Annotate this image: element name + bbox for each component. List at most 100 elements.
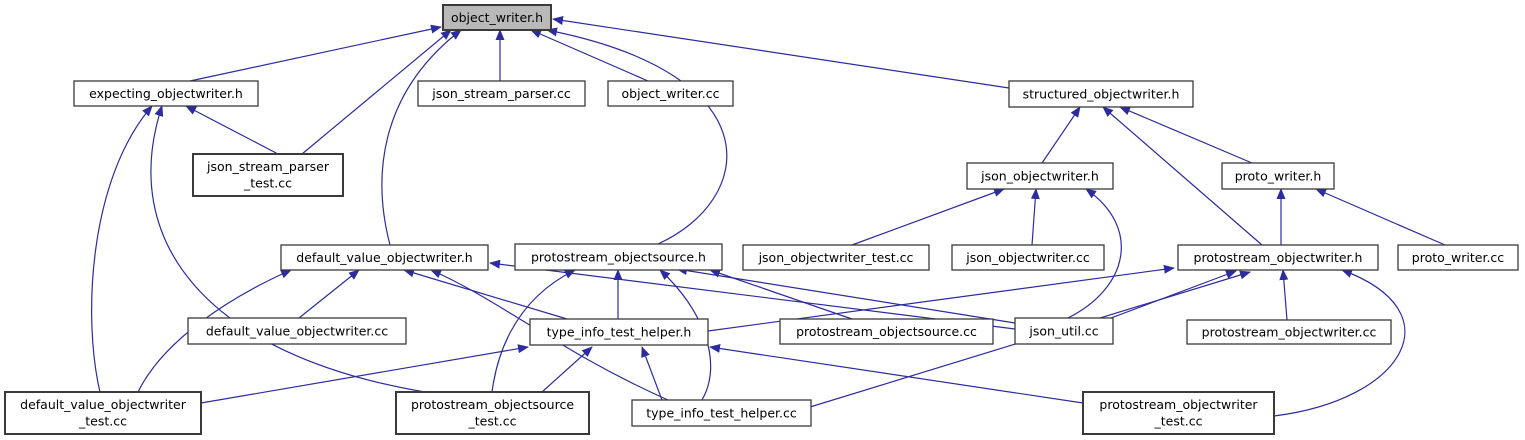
node-json-objectwriter-cc[interactable]: json_objectwriter.cc [951,244,1105,271]
node-default-value-objectwriter-h[interactable]: default_value_objectwriter.h [280,244,489,271]
node-default-value-objectwriter-cc[interactable]: default_value_objectwriter.cc [187,317,407,345]
node-json-objectwriter-h[interactable]: json_objectwriter.h [966,162,1114,190]
edge-expecting-objectwriter-h-to-object-writer-h [189,24,442,82]
edge-protostream-objectsource-test-cc-to-type-info-test-helper-h [541,346,593,393]
node-label-line: _test.cc [243,176,292,191]
node-protostream-objectwriter-h[interactable]: protostream_objectwriter.h [1177,244,1379,271]
edge-object-writer-cc-to-object-writer-h [530,29,649,82]
edge-default-value-objectwriter-h-to-object-writer-h [381,29,462,246]
node-label-line: protostream_objectwriter.h [1194,250,1363,265]
node-proto-writer-cc[interactable]: proto_writer.cc [1397,244,1519,271]
node-box-protostream-objectwriter-test-cc[interactable] [1082,391,1275,435]
edge-type-info-test-helper-h-to-default-value-objectwriter-h [403,268,568,320]
node-box-type-info-test-helper-h[interactable] [529,318,709,346]
edge-protostream-objectwriter-cc-to-protostream-objectwriter-h [1279,269,1289,321]
node-box-default-value-objectwriter-cc[interactable] [187,317,407,345]
node-label-line: default_value_objectwriter.cc [206,324,388,339]
edge-protostream-objectwriter-test-cc-to-protostream-objectwriter-h [1273,269,1406,417]
node-label-line: protostream_objectsource.h [531,250,706,265]
node-label-line: protostream_objectwriter [1099,397,1258,412]
node-proto-writer-h[interactable]: proto_writer.h [1221,162,1335,190]
node-type-info-test-helper-cc[interactable]: type_info_test_helper.cc [631,399,812,427]
node-box-json-objectwriter-h[interactable] [966,162,1114,190]
node-label-json-objectwriter-cc: json_objectwriter.cc [965,250,1090,265]
node-label-line: _test.cc [468,414,517,429]
node-box-protostream-objectsource-test-cc[interactable] [395,391,590,435]
node-label-json-objectwriter-test-cc: json_objectwriter_test.cc [758,250,914,265]
edge-proto-writer-cc-to-proto-writer-h [1315,188,1446,246]
node-json-objectwriter-test-cc[interactable]: json_objectwriter_test.cc [742,244,930,271]
node-default-value-objectwriter-test-cc[interactable]: default_value_objectwriter_test.cc [4,391,202,435]
node-box-expecting-objectwriter-h[interactable] [73,80,259,107]
edge-proto-writer-h-to-structured-objectwriter-h [1119,106,1253,164]
node-box-object-writer-cc[interactable] [607,80,734,107]
node-label-line: json_objectwriter.h [980,169,1099,184]
node-label-line: default_value_objectwriter [20,397,187,412]
node-label-json-stream-parser-cc: json_stream_parser.cc [431,86,571,101]
node-label-line: protostream_objectsource.cc [796,324,977,339]
edge-json-objectwriter-test-cc-to-json-objectwriter-h [851,188,1005,246]
node-label-line: proto_writer.h [1235,169,1322,184]
node-box-default-value-objectwriter-test-cc[interactable] [4,391,202,435]
node-label-line: expecting_objectwriter.h [89,86,243,101]
node-box-protostream-objectsource-h[interactable] [514,243,723,271]
node-box-protostream-objectwriter-cc[interactable] [1186,319,1392,345]
node-json-stream-parser-cc[interactable]: json_stream_parser.cc [417,80,586,107]
node-label-json-util-cc: json_util.cc [1028,324,1098,339]
node-label-line: default_value_objectwriter.h [296,250,472,265]
node-protostream-objectsource-test-cc[interactable]: protostream_objectsource_test.cc [395,391,590,435]
node-label-default-value-objectwriter-h: default_value_objectwriter.h [296,250,472,265]
node-type-info-test-helper-h[interactable]: type_info_test_helper.h [529,318,709,346]
node-json-stream-parser-test-cc[interactable]: json_stream_parser _test.cc [192,153,344,197]
edge-protostream-objectsource-test-cc-to-expecting-objectwriter-h [150,105,426,393]
node-label-line: type_info_test_helper.h [547,325,692,340]
edge-json-stream-parser-test-cc-to-expecting-objectwriter-h [185,105,279,155]
edge-protostream-objectsource-test-cc-to-protostream-objectsource-h [491,269,576,393]
node-box-type-info-test-helper-cc[interactable] [631,399,812,427]
node-label-object-writer-h: object_writer.h [451,10,543,25]
node-label-line: json_stream_parser [206,159,330,174]
edge-json-objectwriter-h-to-structured-objectwriter-h [1041,106,1081,164]
node-box-default-value-objectwriter-h[interactable] [280,244,489,271]
node-box-structured-objectwriter-h[interactable] [1008,80,1194,108]
node-object-writer-cc[interactable]: object_writer.cc [607,80,734,107]
node-protostream-objectwriter-cc[interactable]: protostream_objectwriter.cc [1186,319,1392,345]
edge-json-util-cc-to-protostream-objectwriter-h [1102,270,1237,322]
node-box-json-util-cc[interactable] [1014,317,1114,345]
node-box-proto-writer-cc[interactable] [1397,244,1519,271]
node-box-json-stream-parser-cc[interactable] [417,80,586,107]
node-box-json-stream-parser-test-cc[interactable] [192,153,344,197]
node-expecting-objectwriter-h[interactable]: expecting_objectwriter.h [73,80,259,107]
edge-layer [91,16,1446,417]
node-label-proto-writer-h: proto_writer.h [1235,169,1322,184]
node-protostream-objectsource-h[interactable]: protostream_objectsource.h [514,243,723,271]
node-label-line: type_info_test_helper.cc [646,406,797,421]
edge-json-util-cc-to-default-value-objectwriter-h [489,259,1016,330]
node-protostream-objectwriter-test-cc[interactable]: protostream_objectwriter_test.cc [1082,391,1275,435]
node-label-protostream-objectsource-cc: protostream_objectsource.cc [796,324,977,339]
node-label-line: json_stream_parser.cc [431,86,571,101]
node-label-line: json_objectwriter.cc [965,250,1090,265]
node-label-default-value-objectwriter-test-cc: default_value_objectwriter_test.cc [20,397,187,429]
node-box-protostream-objectsource-cc[interactable] [779,318,994,345]
edge-protostream-objectsource-h-to-object-writer-h [546,27,728,245]
node-protostream-objectsource-cc[interactable]: protostream_objectsource.cc [779,318,994,345]
node-label-json-objectwriter-h: json_objectwriter.h [980,169,1099,184]
edge-json-util-cc-to-json-objectwriter-h [1067,188,1122,319]
node-label-line: object_writer.h [451,10,543,25]
node-box-json-objectwriter-cc[interactable] [951,244,1105,271]
node-box-protostream-objectwriter-h[interactable] [1177,244,1379,271]
node-structured-objectwriter-h[interactable]: structured_objectwriter.h [1008,80,1194,108]
edge-type-info-test-helper-cc-to-type-info-test-helper-h [641,346,663,401]
node-box-proto-writer-h[interactable] [1221,162,1335,190]
edge-json-stream-parser-test-cc-to-object-writer-h [301,29,452,155]
node-box-json-objectwriter-test-cc[interactable] [742,244,930,271]
node-label-type-info-test-helper-cc: type_info_test_helper.cc [646,406,797,421]
edge-default-value-objectwriter-test-cc-to-type-info-test-helper-h [200,344,529,404]
node-json-util-cc[interactable]: json_util.cc [1014,317,1114,345]
node-object-writer-h: object_writer.h [442,4,552,31]
node-label-json-stream-parser-test-cc: json_stream_parser _test.cc [206,159,330,191]
